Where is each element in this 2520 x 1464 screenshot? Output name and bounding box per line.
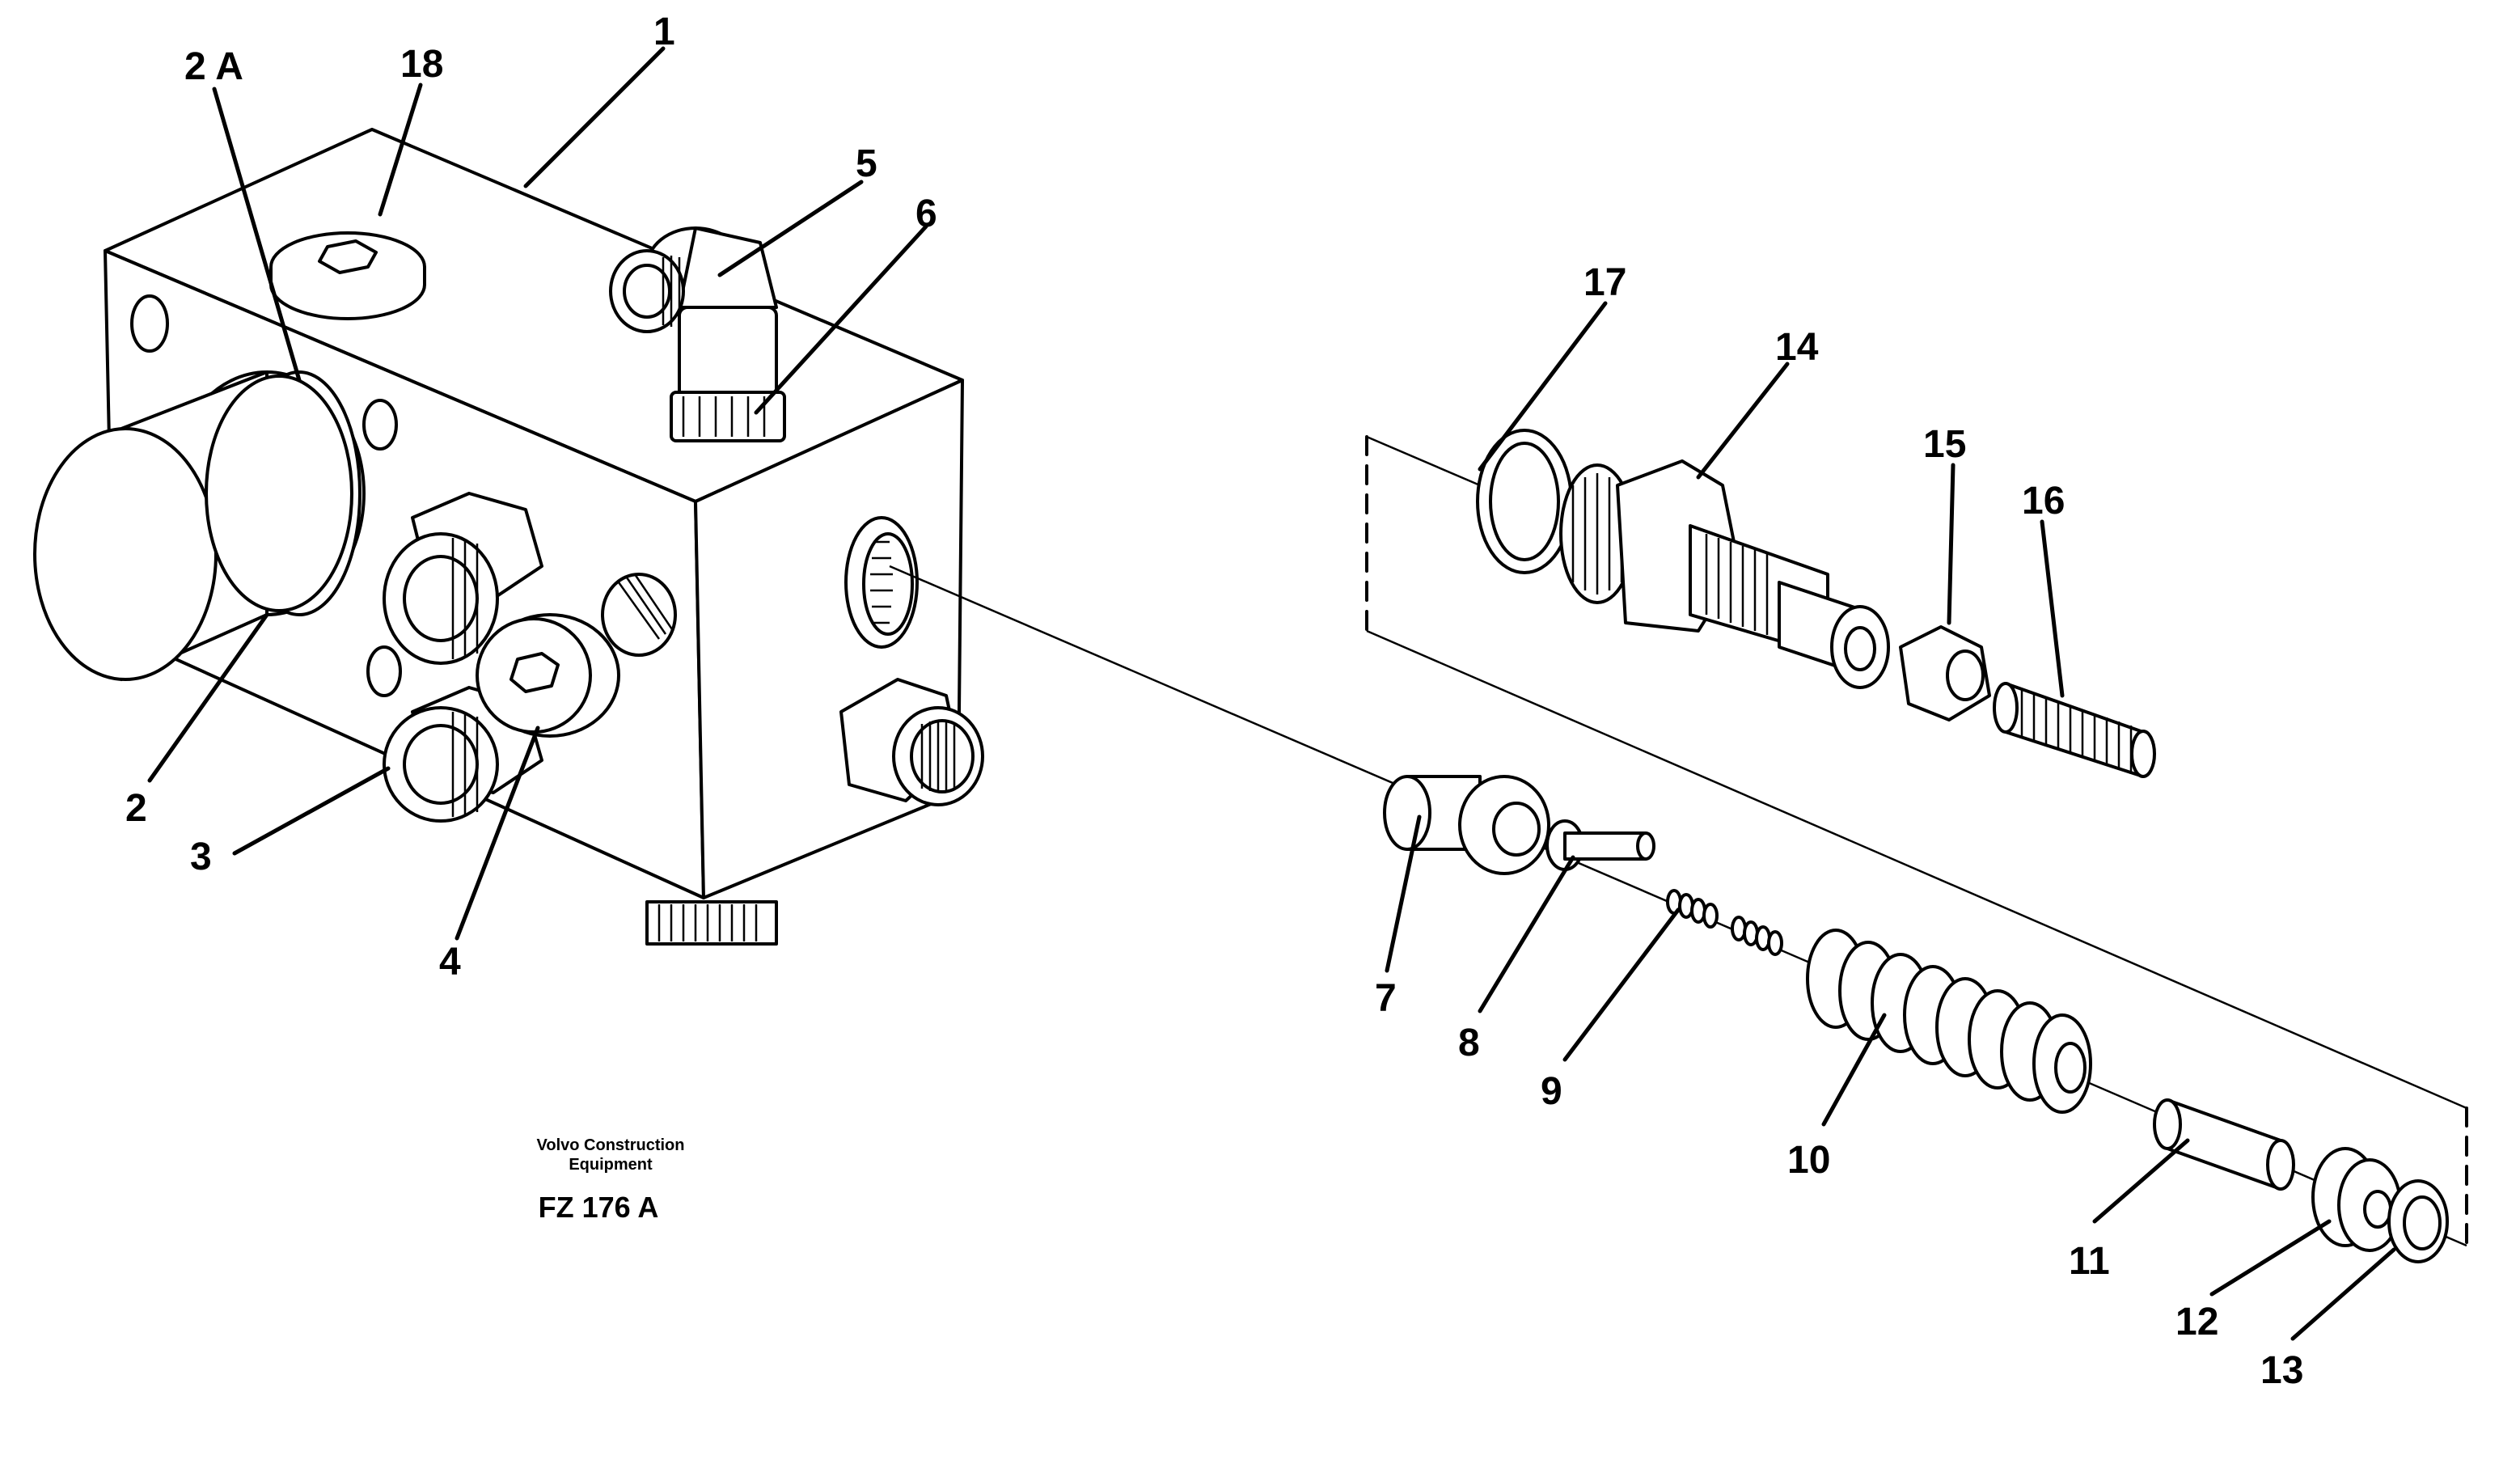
top-hex-plug [269,231,426,320]
callout-2a: 2 A [184,45,243,88]
threaded-fitting-upper [383,492,543,665]
callout-15: 15 [1923,423,1966,466]
small-springs [1666,889,1783,956]
seal-washer [2387,1179,2449,1263]
callout-16: 16 [2022,480,2065,523]
adjusting-screw [1993,682,2156,778]
guide-pin [2153,1098,2295,1191]
callout-1: 1 [653,11,675,53]
callout-2: 2 [125,787,147,830]
callout-7: 7 [1375,977,1397,1020]
right-face-plug [839,678,984,806]
hex-socket-plug [476,573,677,738]
callout-10: 10 [1787,1139,1830,1182]
caption-company-line2: Equipment [569,1156,653,1174]
piston-rod [1545,819,1655,871]
valve-cartridge [1559,459,1890,689]
callout-9: 9 [1541,1070,1562,1113]
callout-14: 14 [1775,326,1819,369]
callout-13: 13 [2260,1349,2303,1392]
callout-8: 8 [1458,1022,1480,1064]
lock-nut [1899,625,1991,721]
main-spring [1806,929,2092,1114]
callout-3: 3 [190,836,212,878]
bottom-port-stub [645,900,778,946]
callout-labels: 1 2 A 18 5 6 2 3 4 7 8 9 10 11 12 13 14 … [125,11,2303,1392]
right-face-port [844,516,919,649]
callout-18: 18 [400,43,443,86]
callout-11: 11 [2069,1240,2110,1283]
adjuster-cap [2311,1147,2402,1252]
callout-5: 5 [856,142,877,185]
plunger-sleeve [1383,775,1550,875]
leader-lines [147,46,2396,1341]
large-end-cap [33,370,366,681]
caption-drawing-code: FZ 176 A [539,1191,659,1224]
callout-6: 6 [915,193,937,235]
caption-company-line1: Volvo Construction [537,1136,685,1154]
callout-12: 12 [2175,1301,2218,1343]
o-ring [1476,429,1573,574]
drawing-caption: Volvo Construction Equipment FZ 176 A [537,1136,685,1224]
callout-4: 4 [439,941,461,984]
group-bracket [1365,435,2468,1247]
threaded-fitting-lower [383,686,543,823]
callout-17: 17 [1583,261,1626,304]
